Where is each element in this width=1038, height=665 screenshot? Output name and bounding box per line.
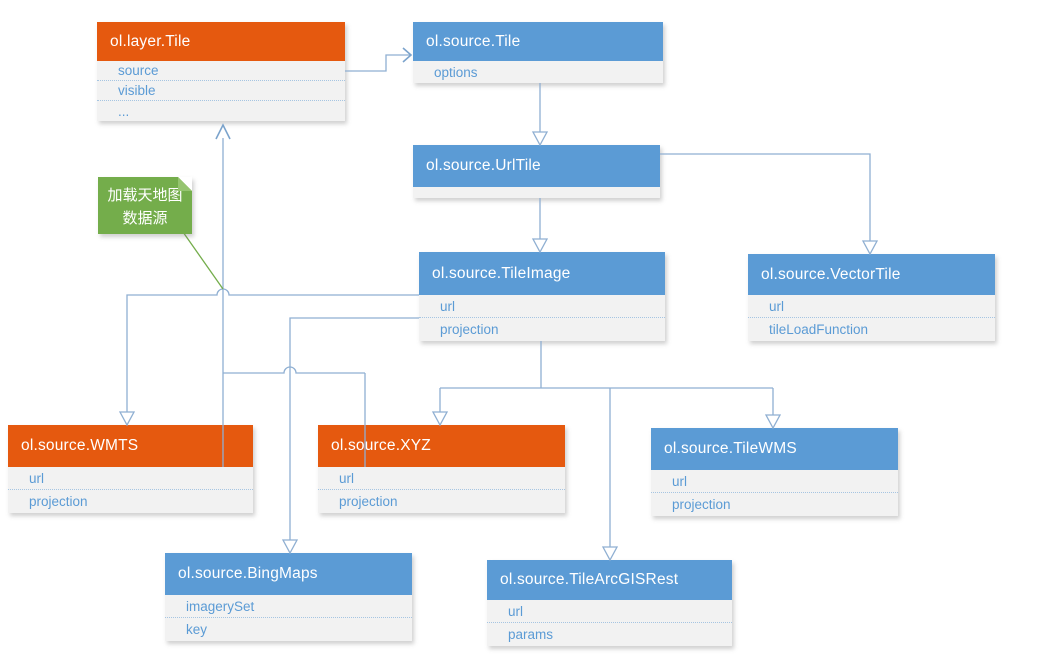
class-title-tile-arcgis-rest: ol.source.TileArcGISRest	[487, 560, 732, 600]
property-row: url	[8, 467, 253, 490]
edge-layertile-to-sourcetile	[345, 54, 410, 72]
hollow-triangle-arrow-icon	[281, 539, 299, 555]
hollow-triangle-arrow-icon	[431, 411, 449, 427]
property-row: params	[508, 627, 554, 642]
hollow-triangle-arrow-icon	[118, 411, 136, 427]
property-row: projection	[440, 322, 499, 337]
note-callout-line	[182, 231, 224, 290]
property-row: url	[487, 600, 732, 623]
edge-urltile-to-vectortile	[660, 153, 871, 241]
note-text-line2: 数据源	[122, 210, 168, 227]
edge-tileimage-url-to-wmts	[126, 288, 419, 412]
hollow-triangle-arrow-icon	[531, 238, 549, 254]
class-title-layer-tile: ol.layer.Tile	[97, 22, 345, 61]
chevron-up-arrow-icon	[215, 123, 231, 140]
class-title-tile-image: ol.source.TileImage	[419, 252, 665, 295]
class-body-wmts: url projection	[8, 467, 253, 513]
note-fold-flap-icon	[178, 177, 192, 191]
class-body-tile-image: url projection	[419, 295, 665, 341]
property-row: visible	[97, 81, 345, 101]
note-text-line1: 加载天地图	[107, 187, 183, 204]
chevron-right-arrow-icon	[402, 47, 413, 63]
property-row: url	[651, 470, 898, 493]
class-body-tile-arcgis-rest: url params	[487, 600, 732, 646]
property-row: tileLoadFunction	[769, 322, 869, 337]
edge-junction-branch	[223, 366, 365, 374]
class-box-url-tile: ol.source.UrlTile	[413, 145, 660, 198]
class-title-bing-maps: ol.source.BingMaps	[165, 553, 412, 595]
hollow-triangle-arrow-icon	[861, 240, 879, 256]
class-body-source-tile: options	[413, 61, 663, 83]
property-row: ...	[118, 103, 130, 119]
property-row: projection	[339, 494, 398, 509]
class-title-source-tile: ol.source.Tile	[413, 22, 663, 61]
class-title-url-tile: ol.source.UrlTile	[413, 145, 660, 187]
property-row: url	[318, 467, 565, 490]
class-body-tile-wms: url projection	[651, 470, 898, 516]
property-row: url	[748, 295, 995, 318]
property-row: projection	[29, 494, 88, 509]
hollow-triangle-arrow-icon	[764, 414, 782, 430]
class-title-wmts: ol.source.WMTS	[8, 425, 253, 467]
note-shape: 加载天地图 数据源	[98, 177, 192, 234]
class-body-vector-tile: url tileLoadFunction	[748, 295, 995, 341]
property-row: key	[186, 622, 208, 637]
class-body-url-tile	[413, 187, 660, 198]
class-box-source-tile: ol.source.Tile options	[413, 22, 663, 83]
class-body-bing-maps: imagerySet key	[165, 595, 412, 641]
class-title-xyz: ol.source.XYZ	[318, 425, 565, 467]
property-row: url	[419, 295, 665, 318]
class-title-tile-wms: ol.source.TileWMS	[651, 428, 898, 470]
property-row: options	[434, 64, 478, 80]
property-row: imagerySet	[165, 595, 412, 618]
property-row: projection	[672, 497, 731, 512]
property-row: source	[97, 61, 345, 81]
class-title-vector-tile: ol.source.VectorTile	[748, 254, 995, 295]
hollow-triangle-arrow-icon	[601, 546, 619, 562]
hollow-triangle-arrow-icon	[531, 131, 549, 147]
class-body-xyz: url projection	[318, 467, 565, 513]
